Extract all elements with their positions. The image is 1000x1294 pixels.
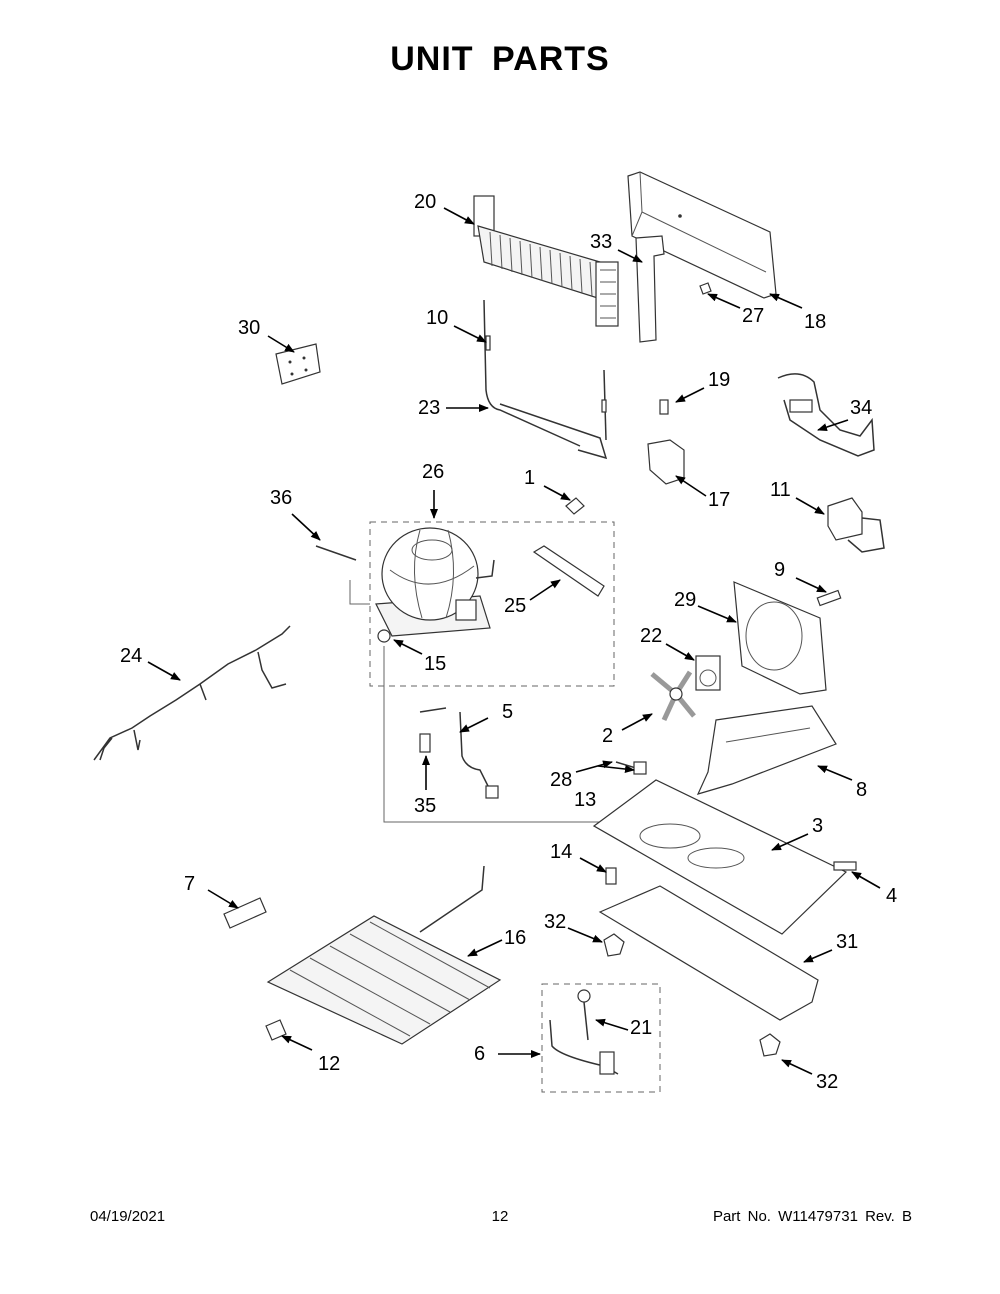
callout-33: 33: [590, 231, 612, 253]
condenser-tubing: [483, 299, 608, 460]
callout-36: 36: [270, 487, 292, 509]
callout-29: 29: [674, 589, 696, 611]
footer-date: 04/19/2021: [90, 1208, 166, 1225]
fan-motor: [695, 655, 721, 691]
callout-10: 10: [426, 307, 448, 329]
callout-13: 13: [574, 789, 596, 811]
callout-31: 31: [836, 931, 858, 953]
callout-21: 21: [630, 1017, 652, 1039]
callout-22: 22: [640, 625, 662, 647]
callout-27: 27: [742, 305, 764, 327]
callout-8: 8: [856, 779, 867, 801]
callout-24: 24: [120, 645, 142, 667]
callout-30: 30: [238, 317, 260, 339]
callout-7: 7: [184, 873, 195, 895]
footer-page-number: 12: [491, 1208, 509, 1225]
callout-32-top: 32: [544, 911, 566, 933]
callout-5: 5: [502, 701, 513, 723]
base-plate: [592, 779, 848, 935]
callout-18: 18: [804, 311, 826, 333]
damper-21: [549, 989, 619, 1075]
screw-4: [833, 861, 857, 871]
plate-31: [598, 885, 819, 1021]
callout-9: 9: [774, 559, 785, 581]
condenser-coil: [473, 195, 619, 327]
callout-34: 34: [850, 397, 872, 419]
callout-16: 16: [504, 927, 526, 949]
clip-36: [315, 545, 357, 561]
callout-35: 35: [414, 795, 436, 817]
footer-part-info: Part No. W11479731 Rev. B: [712, 1208, 912, 1225]
valve-5: [419, 707, 499, 799]
bracket-30: [275, 343, 321, 385]
callout-labels: 20 33 27 18 10 30 23 19 34 17 11 26 1 36…: [120, 191, 897, 1093]
harness-34: [777, 373, 875, 457]
part-7: [223, 897, 267, 929]
fan-shroud: [733, 581, 827, 695]
callout-11: 11: [770, 479, 791, 501]
callout-14: 14: [550, 841, 572, 863]
foot-32-top: [603, 933, 625, 957]
foot-32-bottom: [759, 1033, 781, 1057]
callout-2: 2: [602, 725, 613, 747]
callout-6: 6: [474, 1043, 485, 1065]
clip-12: [265, 1019, 287, 1041]
callout-1: 1: [524, 467, 535, 489]
heater-coil: [266, 865, 502, 1045]
wire-harness-24: [93, 625, 291, 761]
start-relay: [827, 497, 885, 553]
compressor: [375, 527, 495, 637]
grommet-15: [377, 629, 391, 643]
callout-17: 17: [708, 489, 730, 511]
callout-28: 28: [550, 769, 572, 791]
callout-15: 15: [424, 653, 446, 675]
screw-9: [816, 589, 842, 607]
screw-19: [659, 399, 669, 415]
callout-3: 3: [812, 815, 823, 837]
callout-19: 19: [708, 369, 730, 391]
callout-4: 4: [886, 885, 897, 907]
callout-26: 26: [422, 461, 444, 483]
callout-25: 25: [504, 595, 526, 617]
fitting-1: [565, 497, 585, 515]
callout-20: 20: [414, 191, 436, 213]
leader-arrows: [147, 207, 881, 1075]
callout-23: 23: [418, 397, 440, 419]
drain-pan: [696, 705, 837, 795]
screw-35: [419, 733, 431, 753]
foam-block: [635, 235, 665, 343]
grommet-13: [633, 761, 647, 775]
fan-blade: [650, 670, 696, 722]
callout-32-bottom: 32: [816, 1071, 838, 1093]
callout-12: 12: [318, 1053, 340, 1075]
screw-27: [699, 282, 712, 295]
page-title: UNIT PARTS: [390, 40, 610, 78]
screw-14: [605, 867, 617, 885]
filter-drier: [532, 545, 605, 597]
pin-28: [615, 761, 637, 769]
